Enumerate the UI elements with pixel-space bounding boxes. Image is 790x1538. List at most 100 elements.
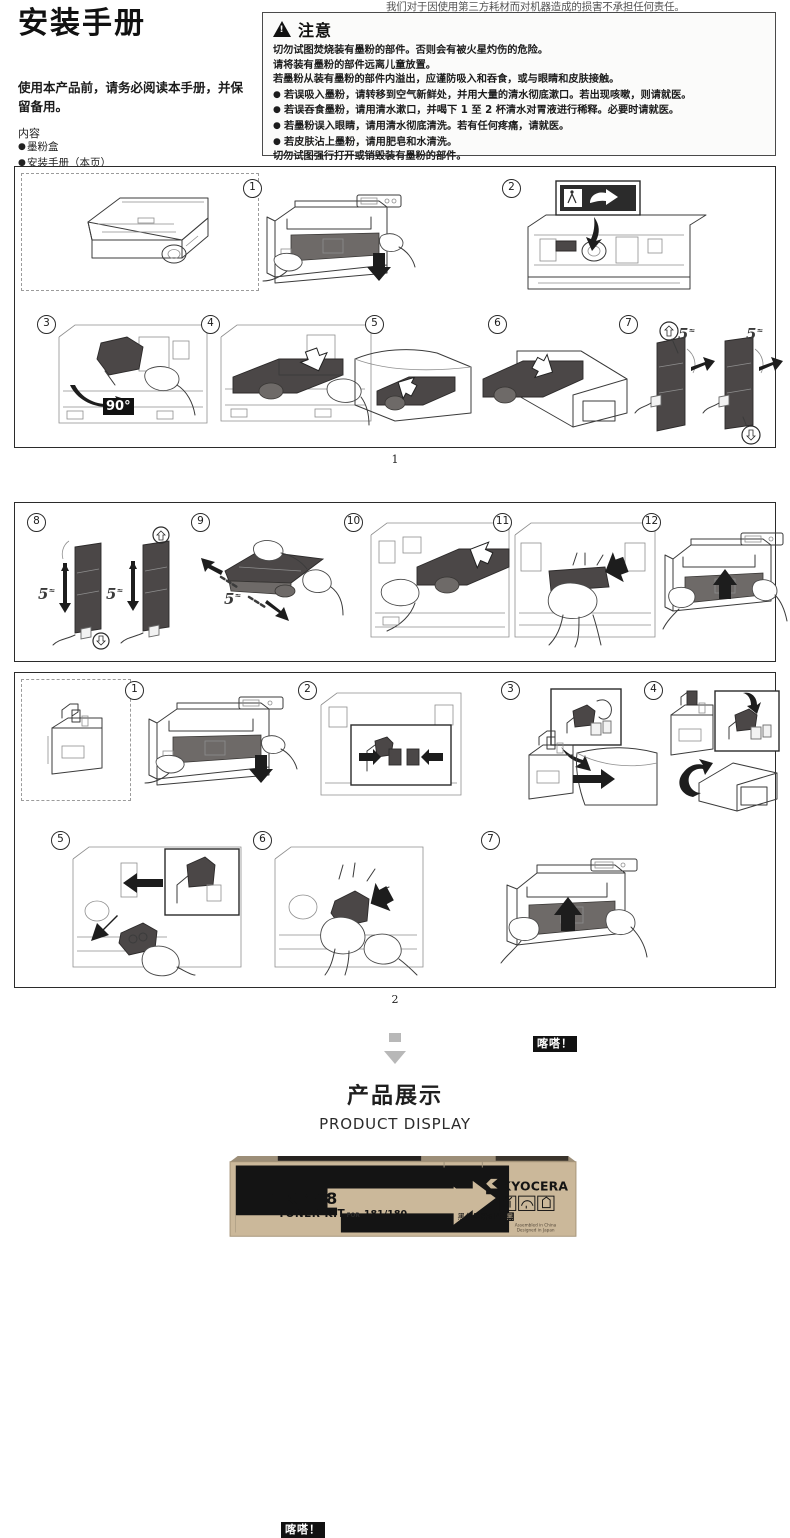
caution-line: ●若墨粉误入眼睛，请用清水彻底清洗。若有任何疼痛，请就医。 [273,119,767,135]
caution-title: 注意 [273,18,767,40]
bullet-icon: ● [18,157,26,168]
third-party-notice: 我们对于因使用第三方耗材而对机器造成的损害不承担任何责任。 [386,1,685,13]
wt-step-number-4: 4 [644,681,663,700]
down-arrow-stem [389,1033,401,1042]
page-number-one: 1 [391,453,399,466]
panel-toner-replacement: 1 [14,166,783,448]
insert-into-bag-illustration [351,343,501,429]
shake-count-right: 5≈ [746,325,764,343]
list-item: ●安装手册（本页） [18,156,258,172]
waste-toner-box-illustration [44,702,114,780]
waste-toner-box-thumb-cell [21,679,131,801]
step-number-9: 9 [191,513,210,532]
box-origin-line-2: Designed in Japan [517,1227,555,1232]
shake-cartridge-horizontal-illustration [201,537,355,623]
wt-step-number-1: 1 [125,681,144,700]
box-cn-badge-text: 黑 [507,1213,514,1221]
slide-cartridge-into-bag-illustration [477,339,633,431]
box-brand-text: KYOCERA [501,1178,568,1193]
toner-kit-box-illustration: TK-448 TONER KIT FOR 181/180 KYOCERA 黑色墨… [229,1156,577,1237]
caution-line: 若墨粉从装有墨粉的部件内溢出，应谨防吸入和吞食，或与眼睛和皮肤接触。 [273,74,620,86]
step-number-12: 12 [642,513,661,532]
shake-cartridge-vertical-illustration [39,526,179,650]
product-box-photo: TK-448 TONER KIT FOR 181/180 KYOCERA 黑色墨… [214,1148,592,1244]
release-lever-detail-illustration [520,180,710,296]
seal-waste-box-in-bag-illustration [659,687,785,815]
caution-line: 切勿试图强行打开或销毁装有墨粉的部件。 [273,151,467,163]
push-cartridge-click-illustration [507,521,659,649]
wt-step-number-3: 3 [501,681,520,700]
caution-label: 注意 [298,21,333,40]
step-number-6: 6 [488,315,507,334]
press-waste-box-click-illustration [269,839,429,976]
caution-box: 注意 切勿试图焚烧装有墨粉的部件。否则会有被火星灼伤的危险。 请将装有墨粉的部件… [262,12,776,162]
close-front-cover-illustration-2 [499,849,649,969]
warning-triangle-icon [273,21,291,37]
product-display-section: 产品展示 PRODUCT DISPLAY [0,1032,790,1133]
down-arrow-icon [384,1051,406,1064]
handling-icons [499,1195,555,1211]
step-number-2: 2 [502,179,521,198]
step-number-7: 7 [619,315,638,334]
caution-line: ●若皮肤沾上墨粉，请用肥皂和水清洗。 [273,135,767,151]
panel-waste-toner-box: 1 2 [14,672,780,1538]
bullet-icon: ● [273,136,281,147]
bullet-icon: ● [273,105,281,116]
step-number-1: 1 [243,179,262,198]
wt-step-number-2: 2 [298,681,317,700]
insert-new-waste-box-illustration [67,839,247,977]
document-header: 安装手册 使用本产品前，请务必阅读本手册，并保留备用。 内容 ●墨粉盒 ●安装手… [0,0,790,266]
installation-manual-page: 安装手册 使用本产品前，请务必阅读本手册，并保留备用。 内容 ●墨粉盒 ●安装手… [0,0,790,1252]
remove-cap-bag-illustration [515,688,665,809]
step-number-10: 10 [344,513,363,532]
lead-paragraph: 使用本产品前，请务必阅读本手册，并保留备用。 [18,80,244,114]
shake-count-8b: 5≈ [106,585,124,603]
unlock-waste-box-detail-illustration [315,687,467,803]
wt-step-number-6: 6 [253,831,272,850]
caution-line-text: 若误吸入墨粉，请转移到空气新鲜处，并用大量的清水彻底漱口。若出现咳嗽，则请就医。 [284,89,692,101]
product-display-heading-en: PRODUCT DISPLAY [319,1115,471,1133]
wt-step-number-5: 5 [51,831,70,850]
printer-open-front-cover-illustration [261,185,421,293]
step-number-3: 3 [37,315,56,334]
rotate-degrees-badge: 90° [103,398,134,415]
caution-line: 请将装有墨粉的部件远离儿童放置。 [273,59,436,71]
pull-out-cartridge-illustration [215,319,377,431]
list-item: ●墨粉盒 [18,140,258,156]
shake-count-8a: 5≈ [38,585,56,603]
contents-item-label: 墨粉盒 [27,141,59,153]
caution-line: ●若误吞食墨粉，请用清水漱口，并喝下 1 至 2 杯清水对胃液进行稀释。必要时请… [273,103,767,119]
click-sound-badge-6: 喀嗒！ [281,1522,325,1538]
box-kit-label-text: TONER KIT [278,1208,346,1220]
bullet-icon: ● [273,120,281,131]
shake-new-cartridge-illustration [634,321,783,445]
box-cn-label-text: 黑色墨粉组件 [457,1211,503,1221]
panel-toner-install: 8 [14,502,788,1052]
toner-cartridge-illustration [78,188,218,280]
click-sound-badge-11: 喀嗒！ [533,1036,577,1052]
caution-line: 切勿试图焚烧装有墨粉的部件。否则会有被火星灼伤的危险。 [273,45,549,56]
box-for-models-text: 181/180 [364,1209,408,1220]
bullet-icon: ● [18,142,26,152]
step-number-8: 8 [27,513,46,532]
page-title: 安装手册 [18,6,146,41]
product-display-heading-cn: 产品展示 [346,1084,443,1109]
box-for-prefix-text: FOR [347,1213,361,1219]
contents-heading: 内容 [18,127,40,140]
insert-cartridge-into-printer-illustration [363,521,513,649]
page-number-two: 2 [391,993,399,1006]
contents-item-label: 安装手册（本页） [27,156,111,169]
caution-line-text: 若皮肤沾上墨粉，请用肥皂和水清洗。 [284,136,458,148]
caution-line-text: 若误吞食墨粉，请用清水漱口，并喝下 1 至 2 杯清水对胃液进行稀释。必要时请就… [284,105,680,117]
box-model-text: TK-448 [272,1189,338,1208]
bullet-icon: ● [273,89,281,100]
close-front-cover-illustration [659,525,789,637]
step-number-4: 4 [201,315,220,334]
step-number-5: 5 [365,315,384,334]
box-origin-line-1: Assembled in China [515,1223,557,1228]
caution-line: ●若误吸入墨粉，请转移到空气新鲜处，并用大量的清水彻底漱口。若出现咳嗽，则请就医… [273,88,767,104]
shake-count-9: 5≈ [224,590,242,608]
shake-count-left: 5≈ [678,325,696,343]
caution-line-text: 若墨粉误入眼睛，请用清水彻底清洗。若有任何疼痛，请就医。 [284,120,570,132]
wt-step-number-7: 7 [481,831,500,850]
